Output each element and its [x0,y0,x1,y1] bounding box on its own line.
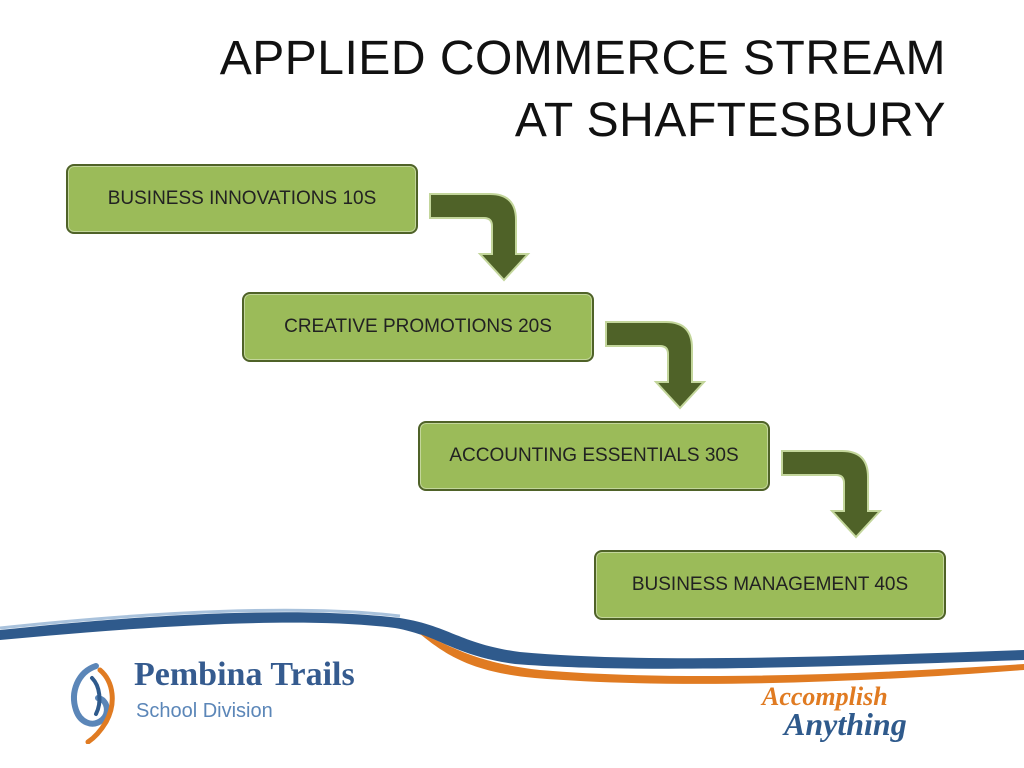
step-label-3: ACCOUNTING ESSENTIALS 30S [449,445,739,466]
step-box-2: CREATIVE PROMOTIONS 20S [242,292,594,362]
step-label-2: CREATIVE PROMOTIONS 20S [284,316,552,337]
bent-arrow-3 [781,450,883,539]
logo-name: Pembina Trails [134,656,355,693]
pembina-trails-logo: Pembina Trails School Division [66,656,396,746]
footer-wave [0,608,1024,684]
bent-arrow-2 [605,321,707,410]
step-label-4: BUSINESS MANAGEMENT 40S [631,574,909,595]
tagline-line-1: Accomplish [762,682,888,711]
step-box-3: ACCOUNTING ESSENTIALS 30S [418,421,770,491]
logo-mark-icon [71,663,115,744]
tagline-line-2: Anything [784,706,907,742]
step-box-1: BUSINESS INNOVATIONS 10S [66,164,418,234]
slide-title: APPLIED COMMERCE STREAM AT SHAFTESBURY [220,28,946,152]
title-line-2: AT SHAFTESBURY [514,94,946,147]
step-label-1: BUSINESS INNOVATIONS 10S [107,188,377,209]
logo-subtitle: School Division [136,700,273,722]
title-line-1: APPLIED COMMERCE STREAM [219,32,946,85]
bent-arrow-1 [429,193,531,282]
step-box-4: BUSINESS MANAGEMENT 40S [594,550,946,620]
tagline: Accomplish Anything [748,682,948,752]
